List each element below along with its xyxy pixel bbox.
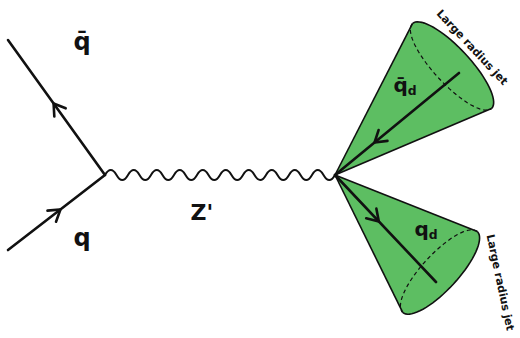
quark-label: q̄d [394, 75, 417, 98]
arrow-head [54, 103, 66, 116]
particle-label: q [74, 226, 91, 250]
jet-cone: qdLarge radius jet [330, 168, 520, 338]
boson-label: Z' [191, 202, 214, 224]
jet-cone: q̄dLarge radius jet [330, 0, 520, 180]
cone-edge [335, 175, 403, 312]
cone-rim-hidden [410, 24, 491, 111]
quark-label: qd [415, 219, 438, 242]
arrow-head [47, 209, 60, 221]
cone-edge [335, 24, 412, 175]
cone-rim [403, 232, 480, 315]
arrow-head [375, 130, 388, 142]
cone-edge [335, 108, 492, 175]
cone-outline [330, 0, 520, 180]
cone-rim-hidden [400, 230, 477, 313]
jet-label: Large radius jet [485, 233, 516, 331]
boson-wave [105, 170, 335, 180]
particle-label: q̄ [74, 30, 91, 54]
cone-edge [335, 175, 477, 232]
quark-line [8, 175, 105, 250]
antiquark-line [8, 40, 105, 175]
arrow-head [366, 209, 379, 222]
cone-rim-fill [400, 230, 479, 314]
dark-quark-line [335, 73, 459, 175]
